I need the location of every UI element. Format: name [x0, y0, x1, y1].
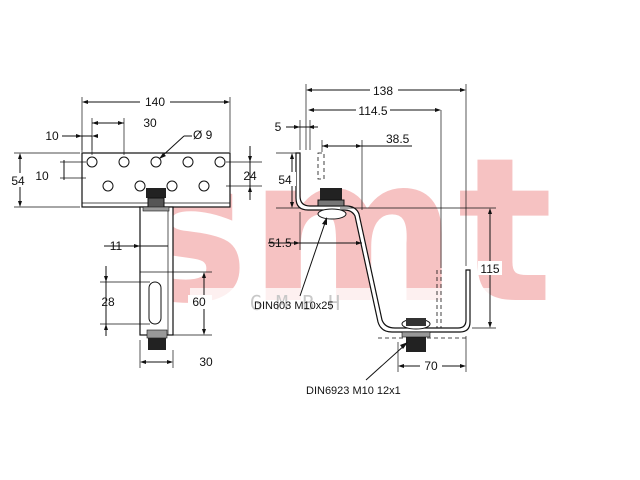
- watermark-band: [190, 288, 490, 314]
- bolt-washer-lower: [401, 331, 431, 338]
- mounting-hole: [102, 180, 114, 192]
- bracket-profile: [295, 152, 471, 333]
- dim-height-total: 54: [11, 174, 25, 188]
- washer-note: DIN6923 M10 12x1: [306, 385, 401, 397]
- dim-inner: 114.5: [358, 104, 387, 118]
- side-view: 138 114.5 5 38.5: [254, 83, 502, 397]
- front-view: 140 30 10 Ø 9: [8, 94, 262, 369]
- dim-base: 70: [424, 359, 438, 373]
- dim-drop: 51.5: [268, 236, 292, 250]
- dim-width-total: 140: [145, 95, 165, 109]
- dim-overall: 138: [373, 84, 393, 98]
- bolt-note: DIN603 M10x25: [254, 300, 334, 312]
- bolt-nut: [147, 197, 165, 209]
- dim-row-spacing: 24: [243, 169, 257, 183]
- dim-lip: 5: [275, 120, 282, 134]
- dim-edge-offset: 10: [45, 129, 59, 143]
- dim-height-top: 54: [278, 173, 292, 187]
- mounting-hole: [134, 180, 146, 192]
- washer-leader: [365, 343, 407, 381]
- dim-stem-height: 60: [192, 295, 206, 309]
- mounting-hole: [86, 156, 98, 168]
- mounting-hole: [150, 156, 162, 168]
- mounting-hole: [214, 156, 226, 168]
- bolt-washer: [317, 208, 347, 220]
- side-bolt-lower: [401, 318, 431, 352]
- side-bolt-upper: [317, 188, 347, 220]
- front-dimensions: 140 30 10 Ø 9: [8, 94, 262, 369]
- bolt-washer: [142, 206, 170, 212]
- watermark-sub: GMBH: [250, 291, 354, 315]
- bolt-nut: [317, 199, 345, 207]
- mounting-hole: [118, 156, 130, 168]
- dim-hole-diameter: Ø 9: [193, 128, 213, 142]
- side-dimensions: 138 114.5 5 38.5: [268, 83, 502, 381]
- mounting-hole: [182, 156, 194, 168]
- bolt-leader: [299, 219, 327, 297]
- bottom-hole-row: [102, 180, 210, 192]
- bolt-nut: [406, 318, 426, 326]
- bolt-washer: [146, 329, 168, 339]
- dim-height-right: 115: [480, 262, 499, 276]
- bolt-head: [148, 338, 166, 350]
- hidden-edge: [317, 152, 325, 180]
- bolt-upper: [142, 188, 170, 212]
- dim-hole-spacing: 30: [143, 116, 157, 130]
- dim-stem-width: 11: [110, 239, 123, 253]
- dim-slot-length: 28: [101, 295, 115, 309]
- top-hole-row: [86, 156, 226, 168]
- bolt-head: [320, 188, 342, 200]
- dim-row-offset: 10: [35, 169, 49, 183]
- adjustment-slot: [148, 281, 162, 325]
- mounting-hole: [198, 180, 210, 192]
- dim-offset: 38.5: [386, 132, 410, 146]
- bolt-lower: [146, 329, 168, 350]
- bolt-head: [146, 188, 166, 198]
- bolt-head: [406, 336, 426, 352]
- mounting-hole: [166, 180, 178, 192]
- dim-foot-width: 30: [199, 355, 213, 369]
